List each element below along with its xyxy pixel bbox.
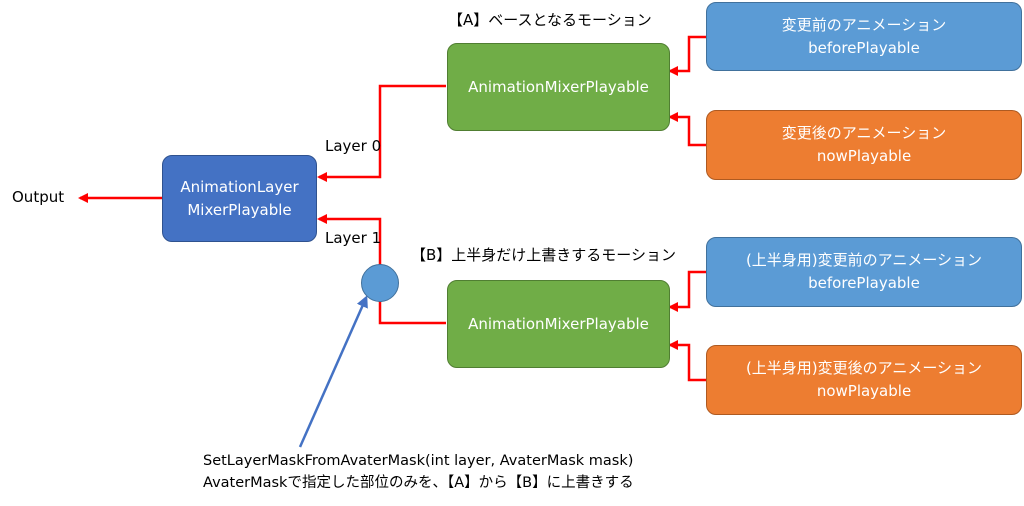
mask-note: SetLayerMaskFromAvaterMask(int layer, Av… — [203, 450, 634, 494]
now-a-wire — [668, 112, 706, 147]
layer-mixer-line1: AnimationLayer — [180, 177, 299, 196]
layer-mixer-line2: MixerPlayable — [187, 200, 292, 219]
mixer-a-node: AnimationMixerPlayable — [447, 43, 670, 131]
before-b-line1: (上半身用)変更前のアニメーション — [745, 251, 983, 269]
mixer-a-label: AnimationMixerPlayable — [468, 77, 649, 96]
layer-mixer-node: AnimationLayer MixerPlayable — [162, 155, 317, 242]
before-b-node: (上半身用)変更前のアニメーション beforePlayable — [706, 237, 1022, 307]
mixer-b-label: AnimationMixerPlayable — [468, 314, 649, 333]
now-b-wire — [668, 340, 706, 382]
layer0-label: Layer 0 — [325, 137, 382, 155]
before-b-wire — [668, 270, 706, 312]
before-a-wire — [668, 35, 706, 76]
now-b-line2: nowPlayable — [816, 382, 912, 400]
before-a-line2: beforePlayable — [808, 38, 920, 57]
now-a-line2: nowPlayable — [816, 147, 912, 165]
layer0-wire — [317, 84, 446, 182]
group-a-heading: 【A】ベースとなるモーション — [448, 11, 652, 29]
output-label: Output — [12, 188, 65, 206]
now-b-node: (上半身用)変更後のアニメーション nowPlayable — [706, 345, 1022, 415]
mask-note-line1: SetLayerMaskFromAvaterMask(int layer, Av… — [203, 453, 634, 469]
layer1-label: Layer 1 — [325, 229, 382, 247]
before-b-line2: beforePlayable — [808, 274, 920, 292]
before-a-node: 変更前のアニメーション beforePlayable — [706, 2, 1022, 71]
now-a-node: 変更後のアニメーション nowPlayable — [706, 110, 1022, 180]
avatar-mask-node — [361, 264, 399, 302]
before-a-line1: 変更前のアニメーション — [781, 15, 947, 34]
mask-note-line2: AvaterMaskで指定した部位のみを、【A】から【B】に上書きする — [203, 475, 634, 491]
mixer-b-node: AnimationMixerPlayable — [447, 280, 670, 368]
mask-pointer-arrow — [298, 295, 368, 448]
now-b-line1: (上半身用)変更後のアニメーション — [745, 359, 983, 377]
now-a-line1: 変更後のアニメーション — [781, 124, 947, 142]
group-b-heading: 【B】上半身だけ上書きするモーション — [411, 246, 676, 264]
